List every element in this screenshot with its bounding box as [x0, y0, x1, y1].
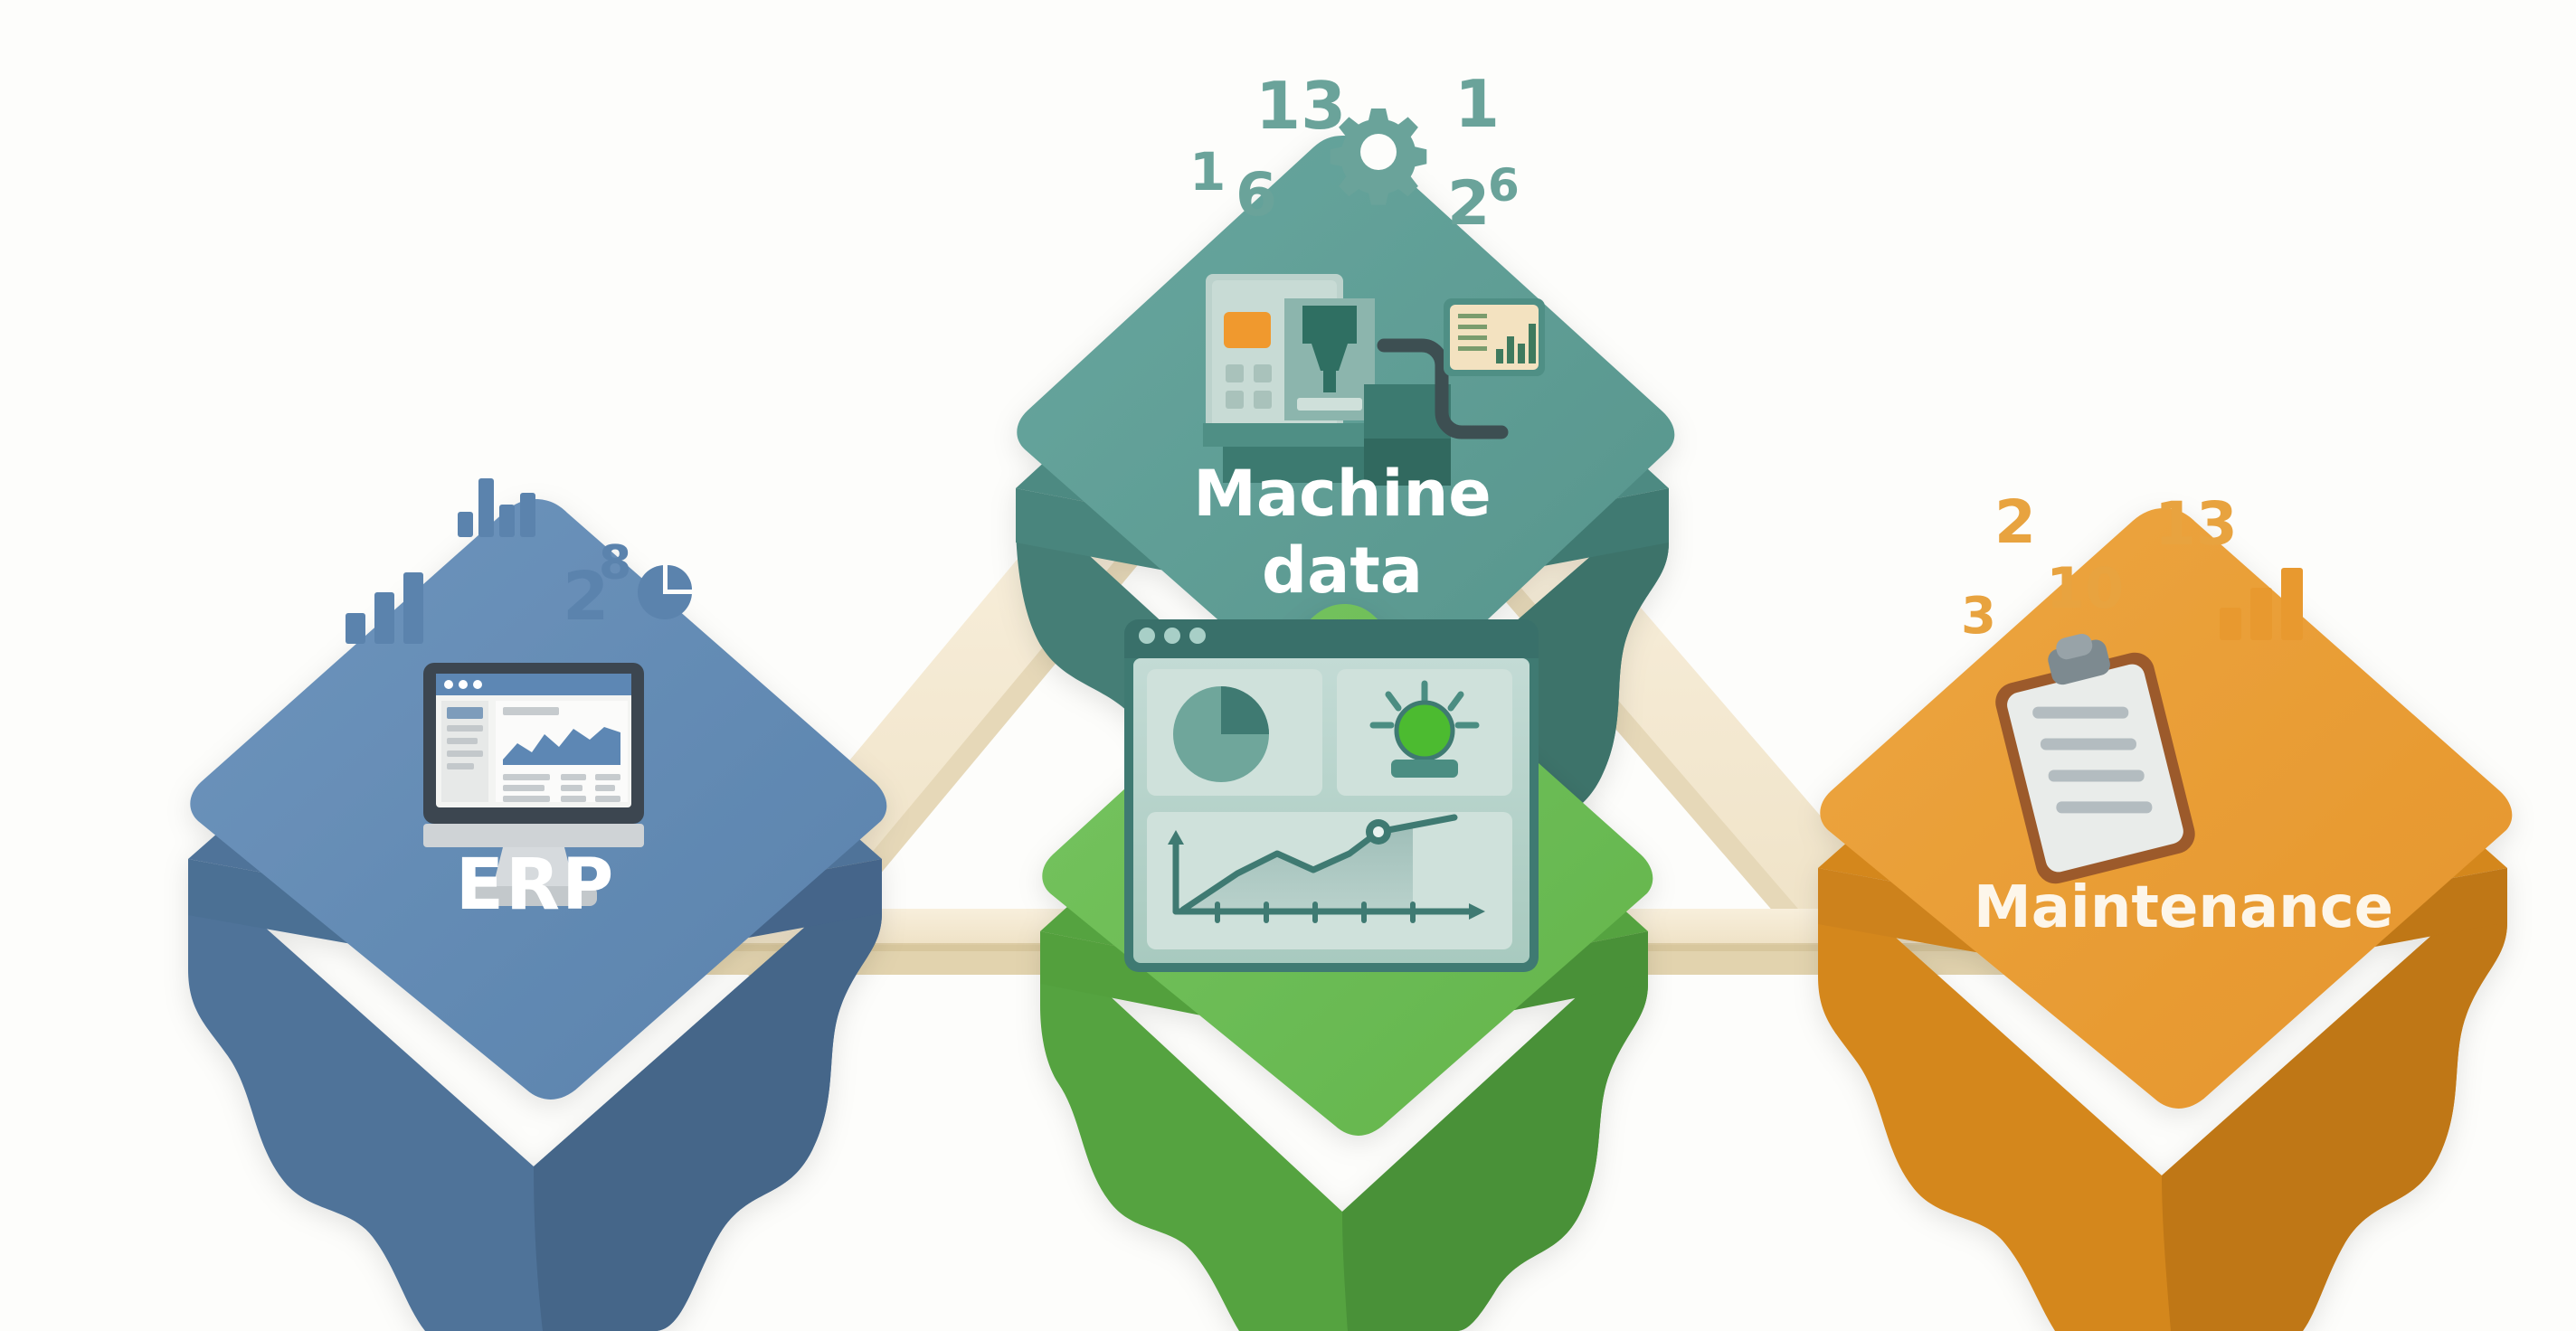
dashboard-window-hit[interactable] [1124, 619, 1539, 972]
clipboard-checklist-icon [1995, 633, 2195, 884]
floating-number-machine-6a: 6 [1236, 160, 1277, 230]
floating-number-maintenance-2: 2 [1994, 487, 2036, 557]
floating-number-erp-8: 8 [599, 536, 631, 590]
island-maintenance-label: Maintenance [1974, 874, 2393, 941]
floating-number-maintenance-3: 3 [1961, 587, 1996, 646]
window-dot-3 [1189, 628, 1206, 644]
desktop-monitor-dashboard-icon [423, 663, 644, 906]
island-erp-label: ERP [456, 845, 616, 926]
bar-chart-icon [2220, 568, 2303, 640]
floating-number-machine-1a: 1 [1454, 66, 1500, 142]
window-dot-1 [1139, 628, 1155, 644]
island-machine-label-line1: Machine [1193, 457, 1492, 531]
island-machine-label-line2: data [1262, 533, 1423, 608]
erp-island-hit[interactable] [188, 499, 885, 1114]
floating-number-maintenance-13: 13 [2155, 489, 2238, 559]
cnc-machine-icon [1203, 274, 1545, 486]
floating-number-machine-6b: 6 [1488, 159, 1520, 212]
window-dot-2 [1164, 628, 1180, 644]
island-maintenance-underside-shade [2162, 868, 2507, 1331]
island-erp-underside-shade [534, 859, 882, 1331]
island-analytics-underside-shade [1342, 931, 1648, 1331]
floating-number-machine-1b: 1 [1189, 141, 1226, 203]
bar-chart-icon [458, 478, 535, 537]
pie-chart-icon [638, 562, 695, 619]
bar-chart-icon [346, 572, 423, 644]
status-beacon-widget[interactable] [1337, 669, 1512, 796]
maintenance-island-hit[interactable] [1818, 508, 2509, 1177]
analytics-dashboard-window[interactable] [1124, 619, 1539, 972]
gear-icon [1330, 109, 1427, 205]
floating-number-maintenance-10: 10 [2046, 555, 2124, 621]
status-beacon-lamp [1394, 700, 1455, 761]
floating-number-machine-2: 2 [1447, 168, 1490, 240]
floating-number-machine-13: 13 [1255, 68, 1346, 144]
floating-number-erp-2: 2 [563, 558, 610, 636]
line-chart-widget[interactable] [1147, 812, 1512, 949]
pie-chart-widget[interactable] [1147, 669, 1322, 796]
